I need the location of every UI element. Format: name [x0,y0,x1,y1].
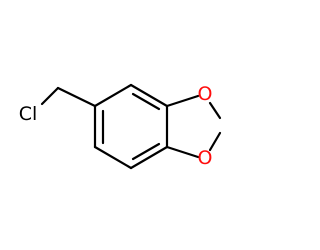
bond-o-top-ch2 [208,101,222,120]
oxygen-bottom-label: O [198,147,213,169]
bond-ch2-o-bottom [208,131,222,152]
oxygen-top-label: O [198,83,213,105]
chlorine-label: Cl [19,103,38,125]
bond-ring-c1-c2 [93,83,133,108]
structure-canvas: Cl O O [19,83,222,170]
bond-ch2-ring [56,86,97,108]
bond-cl-ch2 [40,86,60,106]
bond-double-inner-bottom [131,142,161,161]
bond-ring-c4-c5 [129,145,169,170]
bond-o-bottom-c4 [165,145,200,159]
bond-ring-c5-c6 [93,145,133,170]
molecule-structure: Cl O O [19,83,222,170]
bond-ring-c2-c3 [129,83,169,108]
bond-c3-o-top [165,94,200,108]
bond-double-inner-top [131,92,161,111]
